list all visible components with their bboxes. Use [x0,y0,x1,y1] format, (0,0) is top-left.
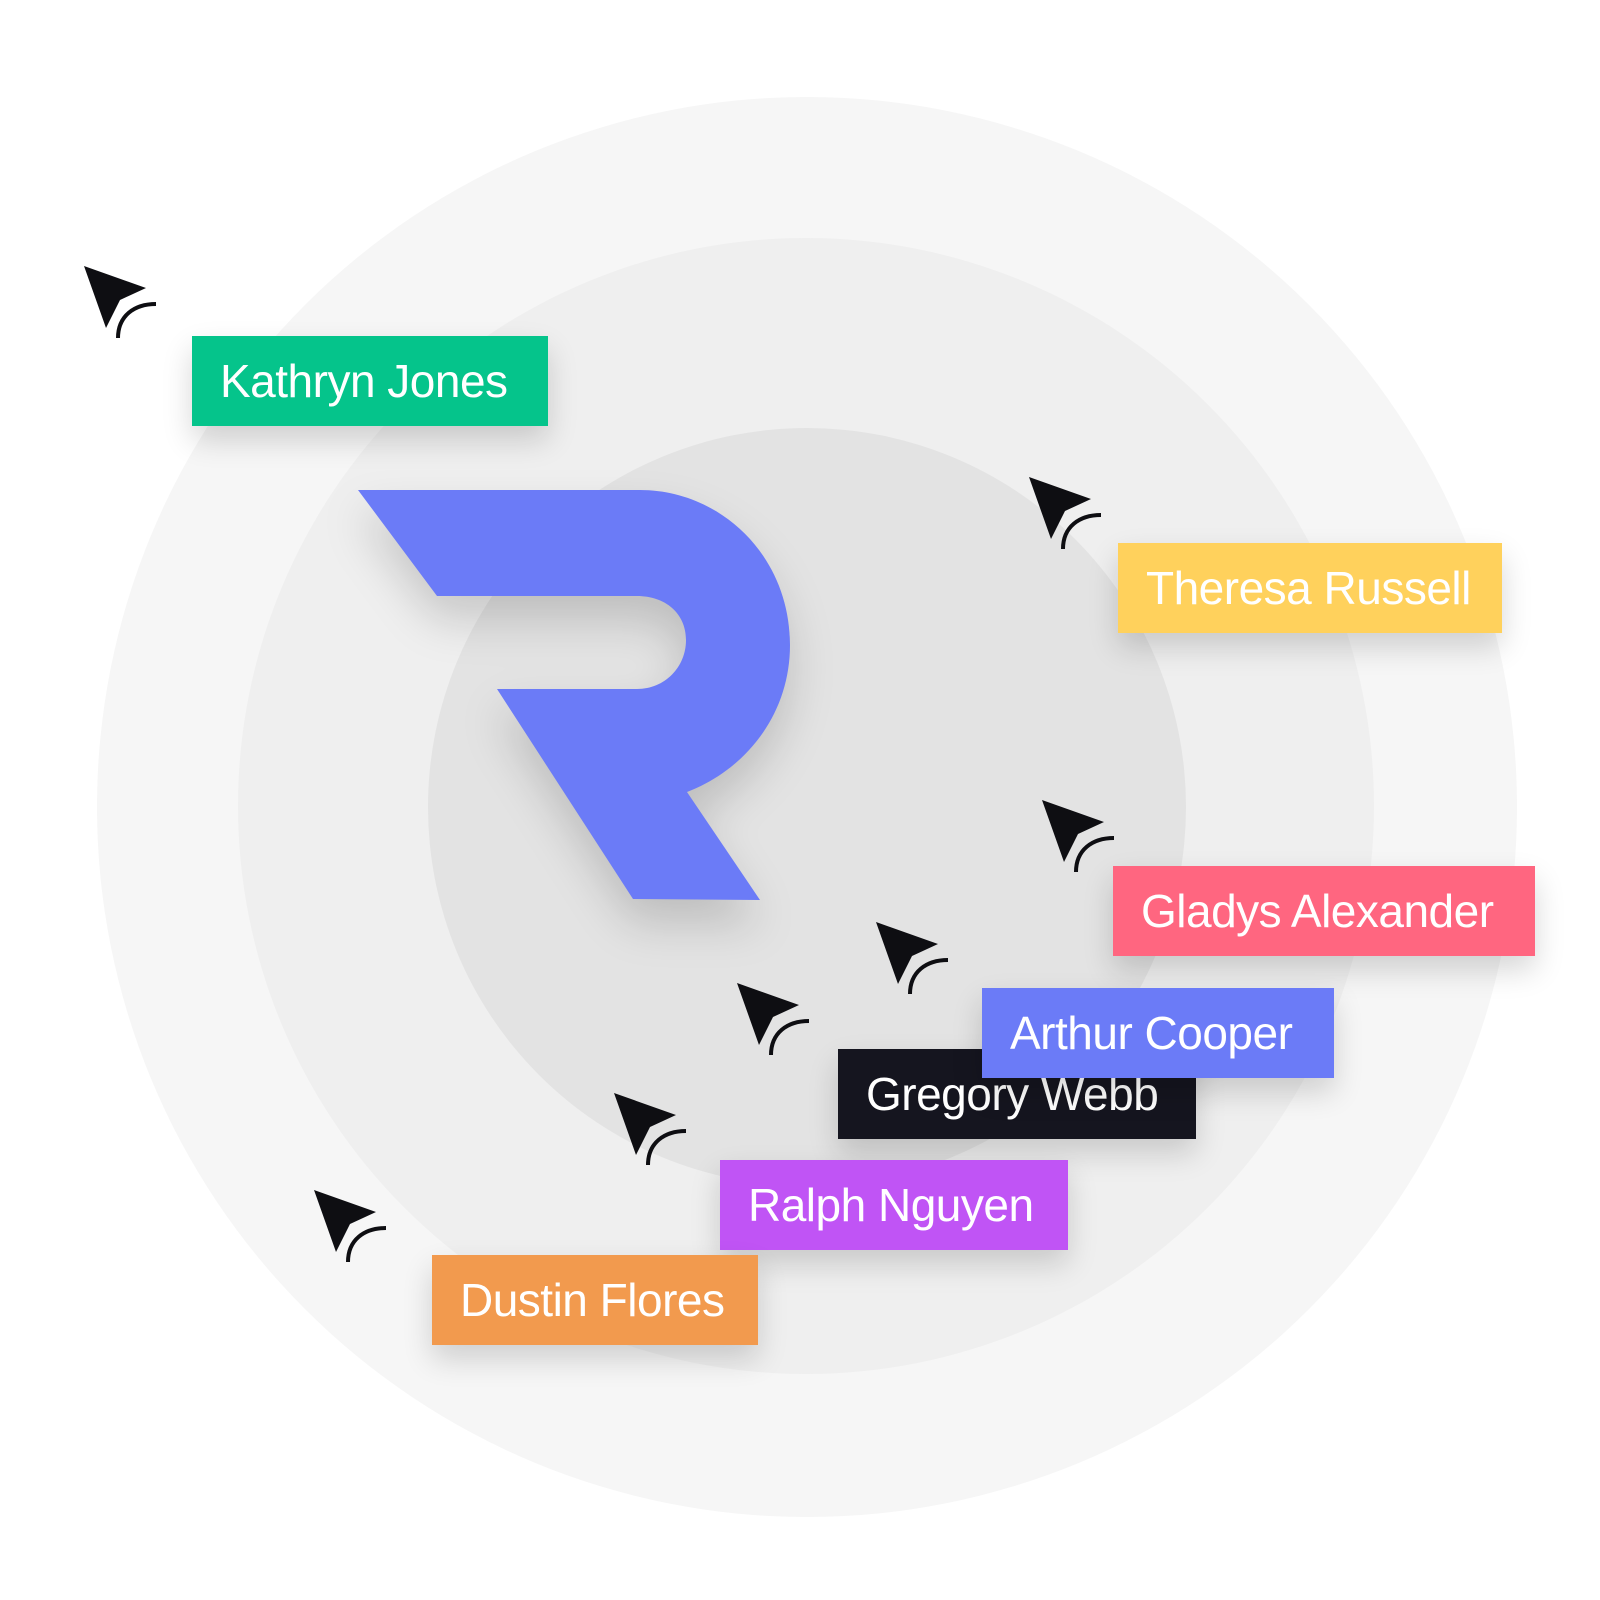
cursor-icon [614,1093,687,1166]
user-name: Arthur Cooper [1010,1007,1293,1059]
cursor-icon [84,266,157,339]
user-tag-arthur-cooper: Arthur Cooper [982,988,1334,1078]
r-logo-shape [358,490,790,900]
cursor-icon [876,922,949,995]
cursor-icon [737,983,810,1056]
user-tag-gladys-alexander: Gladys Alexander [1113,866,1535,956]
user-name: Theresa Russell [1146,562,1471,614]
r-logo [358,490,790,900]
user-name: Dustin Flores [460,1274,725,1326]
cursor-icon [1029,477,1102,550]
user-name: Kathryn Jones [220,355,508,407]
user-name: Ralph Nguyen [748,1179,1034,1231]
cursor-icon [314,1190,387,1263]
user-name: Gladys Alexander [1141,885,1494,937]
user-tag-theresa-russell: Theresa Russell [1118,543,1502,633]
user-tag-ralph-nguyen: Ralph Nguyen [720,1160,1068,1250]
user-tag-kathryn-jones: Kathryn Jones [192,336,548,426]
user-tag-dustin-flores: Dustin Flores [432,1255,758,1345]
cursor-icon [1042,800,1115,873]
